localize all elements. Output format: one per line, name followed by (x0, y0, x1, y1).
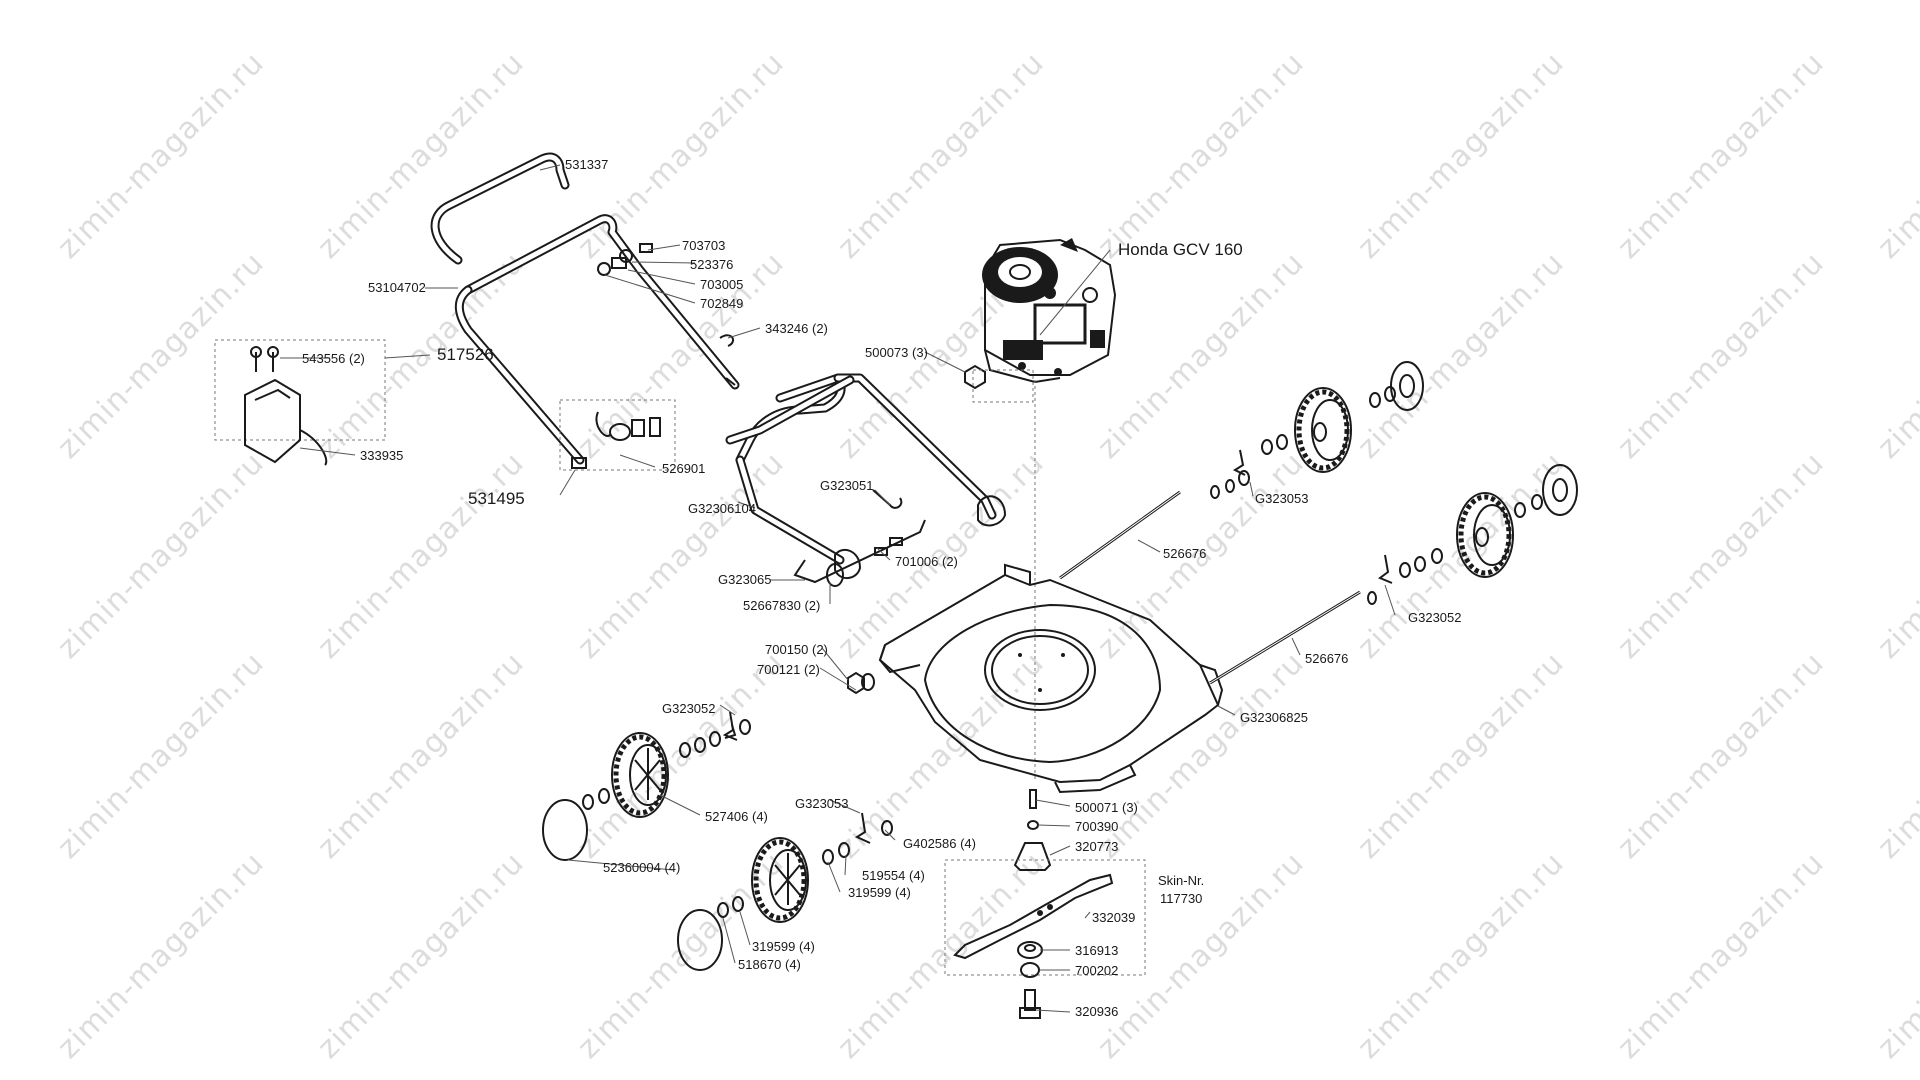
label-G32306104: G32306104 (688, 501, 756, 516)
control-box (214, 339, 386, 466)
watermark-text: zimin-magazin.ru (1611, 445, 1831, 665)
axles (1059, 490, 1361, 685)
label-G402586: G402586 (4) (903, 836, 976, 851)
label-701006: 701006 (2) (895, 554, 958, 569)
label-527406: 527406 (4) (705, 809, 768, 824)
front-wheel-upper (542, 711, 751, 861)
front-wheel-lower (677, 812, 893, 971)
watermark-text: zimin-magazin.ru (1351, 45, 1571, 265)
label-523376: 523376 (690, 257, 733, 272)
label-320936: 320936 (1075, 1004, 1118, 1019)
label-703703: 703703 (682, 238, 725, 253)
label-333935: 333935 (360, 448, 403, 463)
label-543556: 543556 (2) (302, 351, 365, 366)
label-skin-nr: Skin-Nr. (1158, 873, 1204, 888)
label-703005: 703005 (700, 277, 743, 292)
label-700121: 700121 (2) (757, 662, 820, 677)
handle-clip-parts (559, 399, 676, 471)
watermark-text: zimin-magazin.ru (1351, 245, 1571, 465)
engine-nuts (964, 364, 1034, 403)
watermark-text: zimin-magazin.ru (51, 245, 271, 465)
watermark-text: zimin-magazin.ru (311, 445, 531, 665)
part-labels: 531337 53104702 703703 523376 703005 702… (302, 157, 1462, 1019)
bracket-rod (793, 489, 926, 587)
rear-wheel-lower (1367, 464, 1578, 605)
watermark-text: zimin-magazin.ru (311, 45, 531, 265)
label-500071: 500071 (3) (1075, 800, 1138, 815)
watermark-text: zimin-magazin.ru (311, 845, 531, 1065)
watermark-text: zimin-magazin.ru (1871, 845, 1920, 1065)
watermark-text: zimin-magazin.ru (1091, 645, 1311, 865)
watermark-text: zimin-magazin.ru (1091, 45, 1311, 265)
label-700202: 700202 (1075, 963, 1118, 978)
watermark-text: zimin-magazin.ru (311, 645, 531, 865)
label-526676-lower: 526676 (1305, 651, 1348, 666)
label-G323053-rear: G323053 (1255, 491, 1309, 506)
watermark-text: zimin-magazin.ru (571, 445, 791, 665)
label-G323052-rear: G323052 (1408, 610, 1462, 625)
label-526676-upper: 526676 (1163, 546, 1206, 561)
handle-bolt-set (597, 243, 735, 347)
label-G323052-front: G323052 (662, 701, 716, 716)
label-500073: 500073 (3) (865, 345, 928, 360)
leader-lines (280, 164, 1396, 1013)
watermark-text: zimin-magazin.ru (1611, 45, 1831, 265)
watermark-text: zimin-magazin.ru (51, 445, 271, 665)
label-319599-upper: 319599 (4) (848, 885, 911, 900)
label-52360004: 52360004 (4) (603, 860, 680, 875)
mower-deck (878, 563, 1224, 794)
watermark-text: zimin-magazin.ru (1611, 645, 1831, 865)
label-G323053-front: G323053 (795, 796, 849, 811)
label-702849: 702849 (700, 296, 743, 311)
upper-handle (430, 152, 740, 465)
watermark-text: zimin-magazin.ru (571, 45, 791, 265)
label-517526: 517526 (437, 345, 494, 364)
watermark-text: zimin-magazin.ru (1871, 245, 1920, 465)
watermark-text: zimin-magazin.ru (1091, 245, 1311, 465)
rear-wheel-upper (1210, 361, 1424, 499)
watermark-text: zimin-magazin.ru (1351, 645, 1571, 865)
label-700390: 700390 (1075, 819, 1118, 834)
watermark-text: zimin-magazin.ru (1871, 45, 1920, 265)
watermark-text: zimin-magazin.ru (51, 45, 271, 265)
label-343246: 343246 (2) (765, 321, 828, 336)
label-52667830: 52667830 (2) (743, 598, 820, 613)
label-53104702: 53104702 (368, 280, 426, 295)
blade-assembly (944, 789, 1146, 1019)
label-531495: 531495 (468, 489, 525, 508)
label-319599-lower: 319599 (4) (752, 939, 815, 954)
watermark-text: zimin-magazin.ru (1351, 845, 1571, 1065)
watermark-text: zimin-magazin.ru (831, 45, 1051, 265)
label-G32306825: G32306825 (1240, 710, 1308, 725)
label-518670: 518670 (4) (738, 957, 801, 972)
watermark-text: zimin-magazin.ru (1871, 645, 1920, 865)
label-G323065: G323065 (718, 572, 772, 587)
watermark-text: zimin-magazin.ru (1611, 845, 1831, 1065)
label-117730: 117730 (1160, 891, 1202, 906)
lower-handle (725, 373, 1007, 579)
watermark-text: zimin-magazin.ru (1611, 245, 1831, 465)
watermark-text: zimin-magazin.ru (51, 845, 271, 1065)
label-316913: 316913 (1075, 943, 1118, 958)
watermark-text: zimin-magazin.ru (51, 645, 271, 865)
watermark-text: zimin-magazin.ru (1871, 445, 1920, 665)
label-G323051: G323051 (820, 478, 874, 493)
front-axle-nuts (724, 671, 875, 739)
engine (982, 238, 1117, 384)
label-320773: 320773 (1075, 839, 1118, 854)
label-526901: 526901 (662, 461, 705, 476)
label-700150: 700150 (2) (765, 642, 828, 657)
label-honda-gcv-160: Honda GCV 160 (1118, 240, 1243, 259)
label-332039: 332039 (1092, 910, 1135, 925)
label-519554: 519554 (4) (862, 868, 925, 883)
label-531337: 531337 (565, 157, 608, 172)
